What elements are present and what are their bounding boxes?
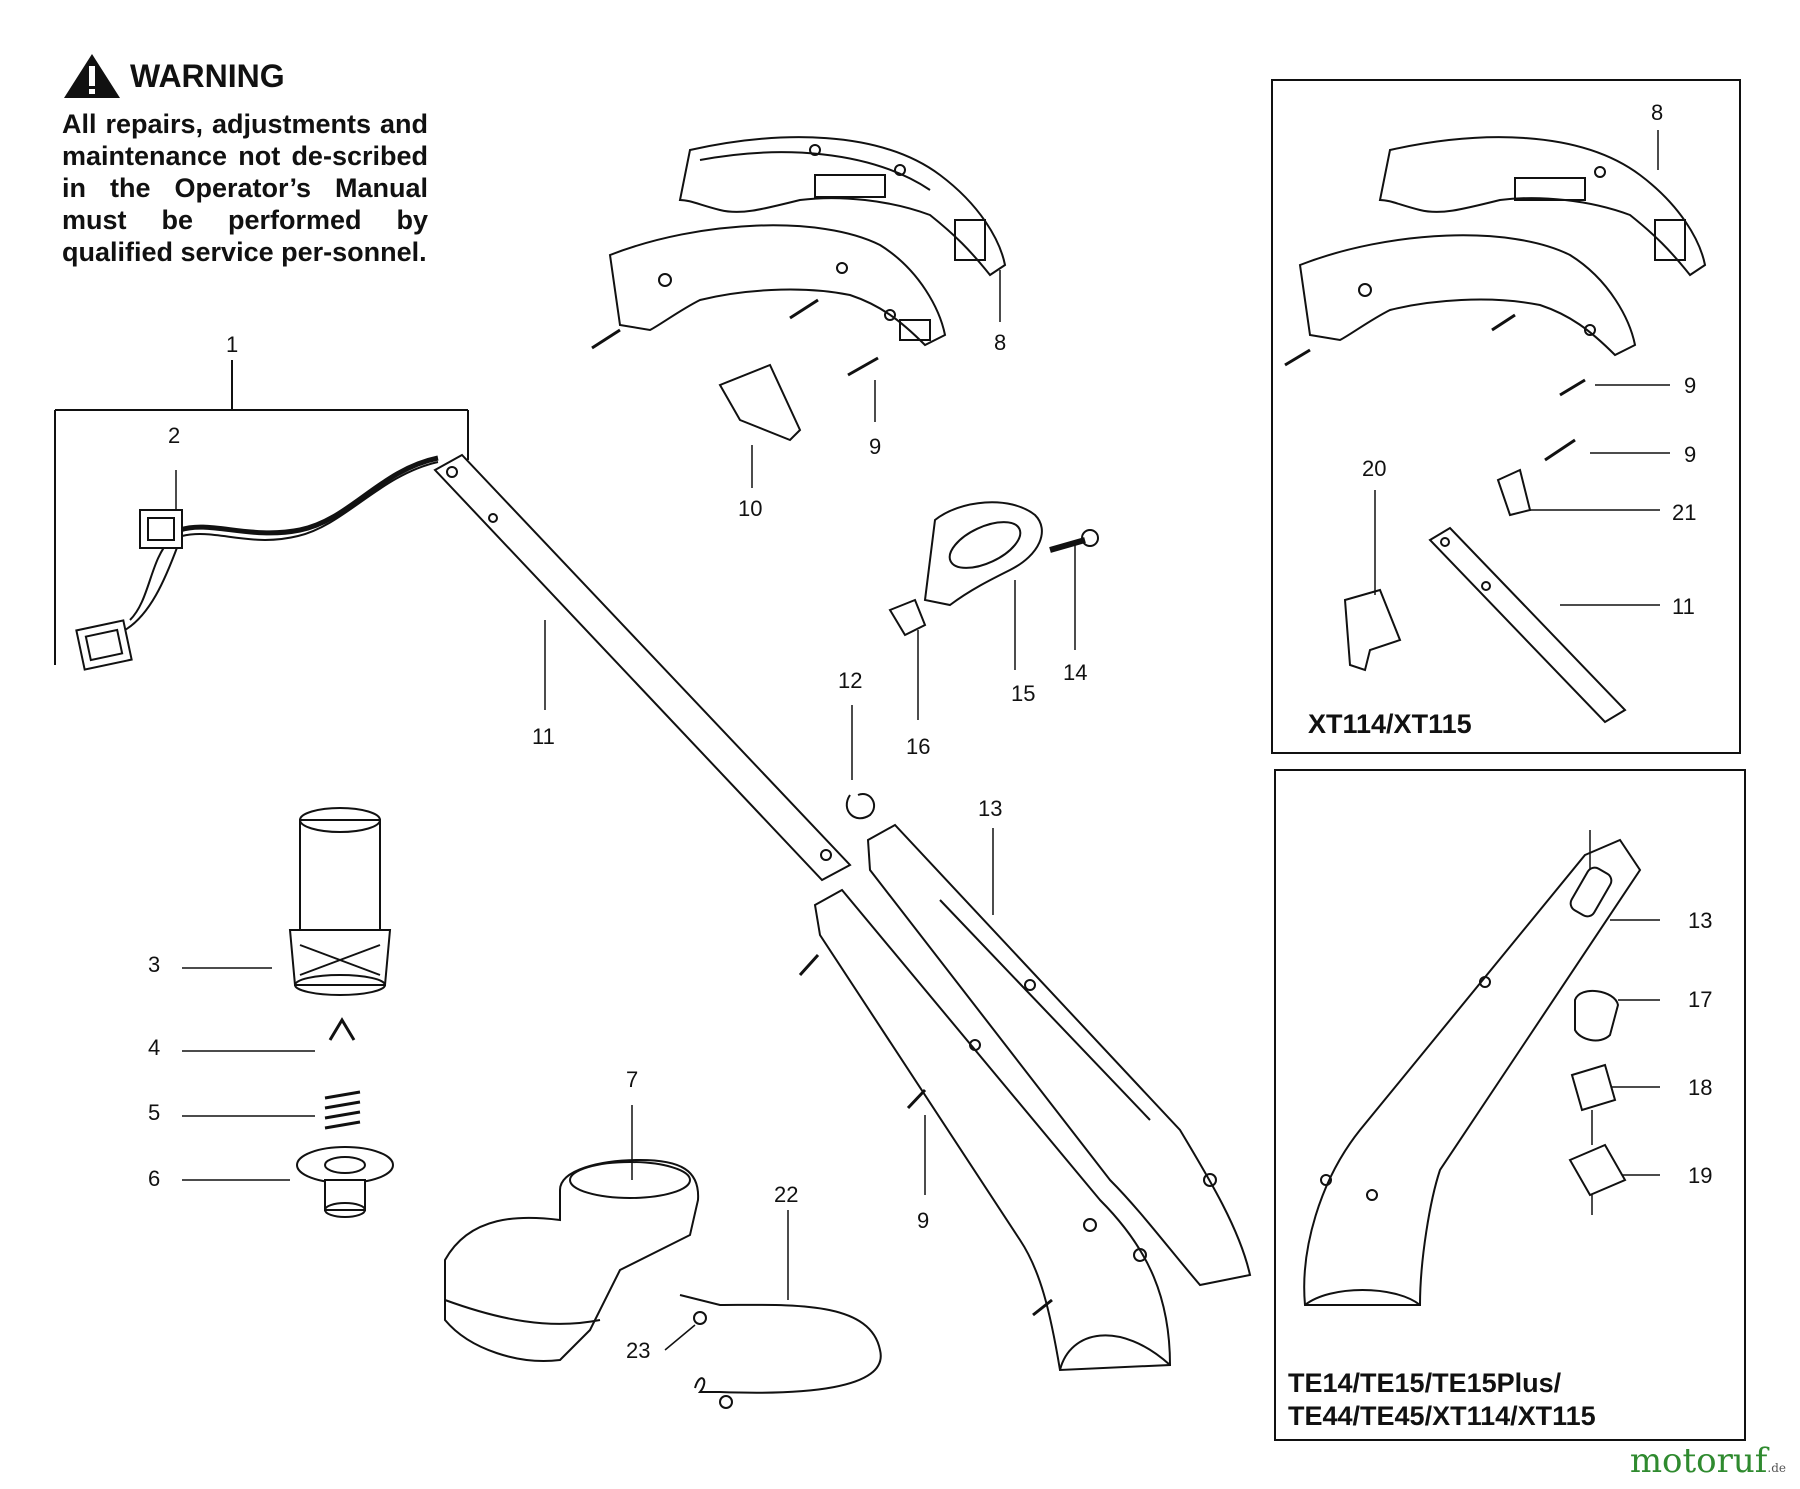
leader-lines xyxy=(175,270,1076,1351)
callout-10: 10 xyxy=(738,496,762,521)
inset-top-callout-9b: 9 xyxy=(1684,442,1696,467)
callout-5: 5 xyxy=(148,1100,160,1125)
inset-bottom-callout-18: 18 xyxy=(1688,1075,1712,1100)
warning-text: All repairs, adjustments and maintenance… xyxy=(62,109,428,267)
spool xyxy=(296,1146,394,1218)
callout-11: 11 xyxy=(532,724,555,749)
power-cord xyxy=(75,455,439,671)
inset-top-frame xyxy=(1271,79,1741,754)
callout-12: 12 xyxy=(838,668,862,693)
callout-1: 1 xyxy=(226,332,238,357)
inset-bottom-parts xyxy=(1303,830,1660,1306)
motor-housing-left xyxy=(813,888,1172,1372)
inset-bottom-model-line2: TE44/TE45/XT114/XT115 xyxy=(1288,1401,1596,1431)
watermark-logo: motoruf.de xyxy=(1629,1441,1786,1481)
main-tube xyxy=(433,453,852,882)
callout-7: 7 xyxy=(626,1067,638,1092)
grass-guard xyxy=(444,1158,700,1362)
warning-header: WARNING xyxy=(62,52,285,100)
inset-top-callout-8: 8 xyxy=(1651,100,1663,125)
handle-lower-half xyxy=(608,224,947,347)
auxiliary-handle xyxy=(888,501,1099,637)
inset-top-callout-20: 20 xyxy=(1362,456,1386,481)
inset-bottom-callout-19: 19 xyxy=(1688,1163,1712,1188)
callout-9b: 9 xyxy=(917,1208,929,1233)
handle-upper-half xyxy=(678,136,1007,277)
inset-bottom-frame xyxy=(1274,769,1746,1441)
inset-top-model: XT114/XT115 xyxy=(1308,709,1472,739)
callout-22: 22 xyxy=(774,1182,798,1207)
callout-13: 13 xyxy=(978,796,1002,821)
cord-bracket xyxy=(54,360,469,665)
callout-3: 3 xyxy=(148,952,160,977)
inset-bottom-callout-17: 17 xyxy=(1688,987,1712,1012)
flower-guard xyxy=(679,1294,882,1409)
callout-4: 4 xyxy=(148,1035,160,1060)
inset-bottom-model-line1: TE14/TE15/TE15Plus/ xyxy=(1288,1368,1562,1398)
warning-title: WARNING xyxy=(130,57,285,94)
inset-bottom-callout-13: 13 xyxy=(1688,908,1712,933)
inset-top-callout-9a: 9 xyxy=(1684,373,1696,398)
inset-top-parts xyxy=(1284,130,1707,724)
inset-top-callout-21: 21 xyxy=(1672,500,1696,525)
callout-16: 16 xyxy=(906,734,930,759)
callout-8: 8 xyxy=(994,330,1006,355)
callout-23: 23 xyxy=(626,1338,650,1363)
motor-housing-right xyxy=(866,823,1252,1287)
callout-2: 2 xyxy=(168,423,180,448)
warning-triangle-icon xyxy=(64,54,120,98)
inset-top-callout-11: 11 xyxy=(1672,594,1695,619)
callout-14: 14 xyxy=(1063,660,1087,685)
callout-15: 15 xyxy=(1011,681,1035,706)
callout-9a: 9 xyxy=(869,434,881,459)
callout-6: 6 xyxy=(148,1166,160,1191)
motor xyxy=(288,807,392,996)
